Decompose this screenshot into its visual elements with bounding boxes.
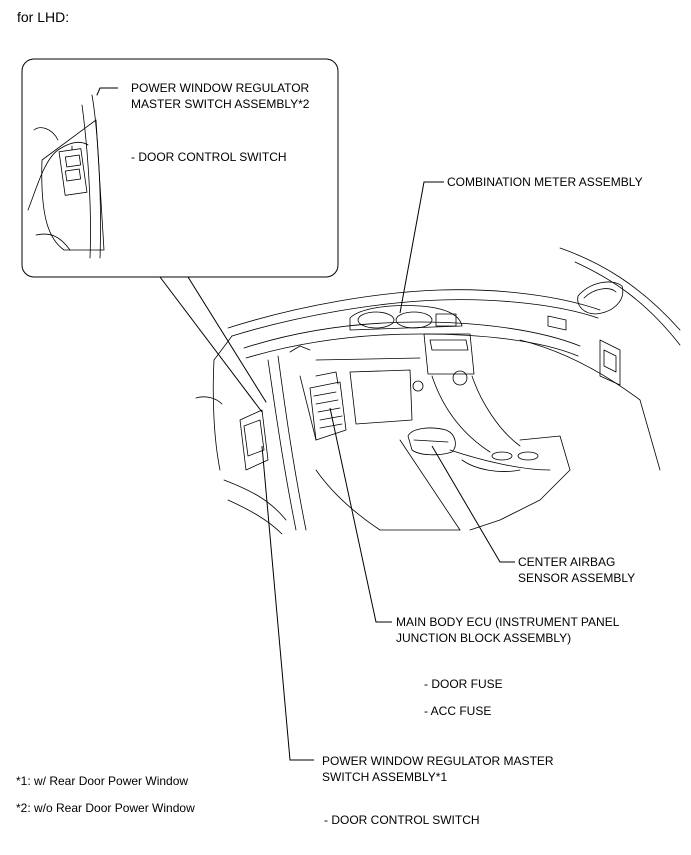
- inset-zoom-line: [159, 276, 263, 413]
- label-door-fuse: - DOOR FUSE: [424, 677, 503, 691]
- label-center-airbag-line2: SENSOR ASSEMBLY: [518, 571, 636, 585]
- label-pw-master-2-line2: MASTER SWITCH ASSEMBLY*2: [131, 97, 310, 111]
- label-pw-master-2-line1: POWER WINDOW REGULATOR: [131, 81, 310, 95]
- label-main-body-ecu-line1: MAIN BODY ECU (INSTRUMENT PANEL: [396, 615, 620, 629]
- page-heading: for LHD:: [17, 9, 70, 25]
- leader-center-airbag: [431, 445, 515, 563]
- label-door-control-switch: - DOOR CONTROL SWITCH: [324, 813, 480, 827]
- leader-main-body-ecu: [329, 407, 392, 623]
- label-combination-meter: COMBINATION METER ASSEMBLY: [447, 175, 643, 189]
- inset-detail-frame: [21, 58, 339, 278]
- label-main-body-ecu-line2: JUNCTION BLOCK ASSEMBLY): [396, 631, 572, 645]
- label-door-control-switch-inset: - DOOR CONTROL SWITCH: [131, 150, 287, 164]
- car-interior-sketch: [195, 247, 681, 535]
- label-pw-master-1-line1: POWER WINDOW REGULATOR MASTER: [322, 754, 554, 768]
- footnote-2: *2: w/o Rear Door Power Window: [16, 801, 195, 815]
- inset-zoom-line: [187, 276, 267, 403]
- inset-door-trim-sketch: [27, 87, 105, 259]
- leader-combination-meter: [399, 181, 444, 314]
- label-pw-master-1-line2: SWITCH ASSEMBLY*1: [322, 770, 448, 784]
- footnote-1: *1: w/ Rear Door Power Window: [16, 774, 189, 788]
- label-acc-fuse: - ACC FUSE: [424, 704, 492, 718]
- label-center-airbag-line1: CENTER AIRBAG: [518, 555, 616, 569]
- leader-pw-master-1: [261, 445, 314, 761]
